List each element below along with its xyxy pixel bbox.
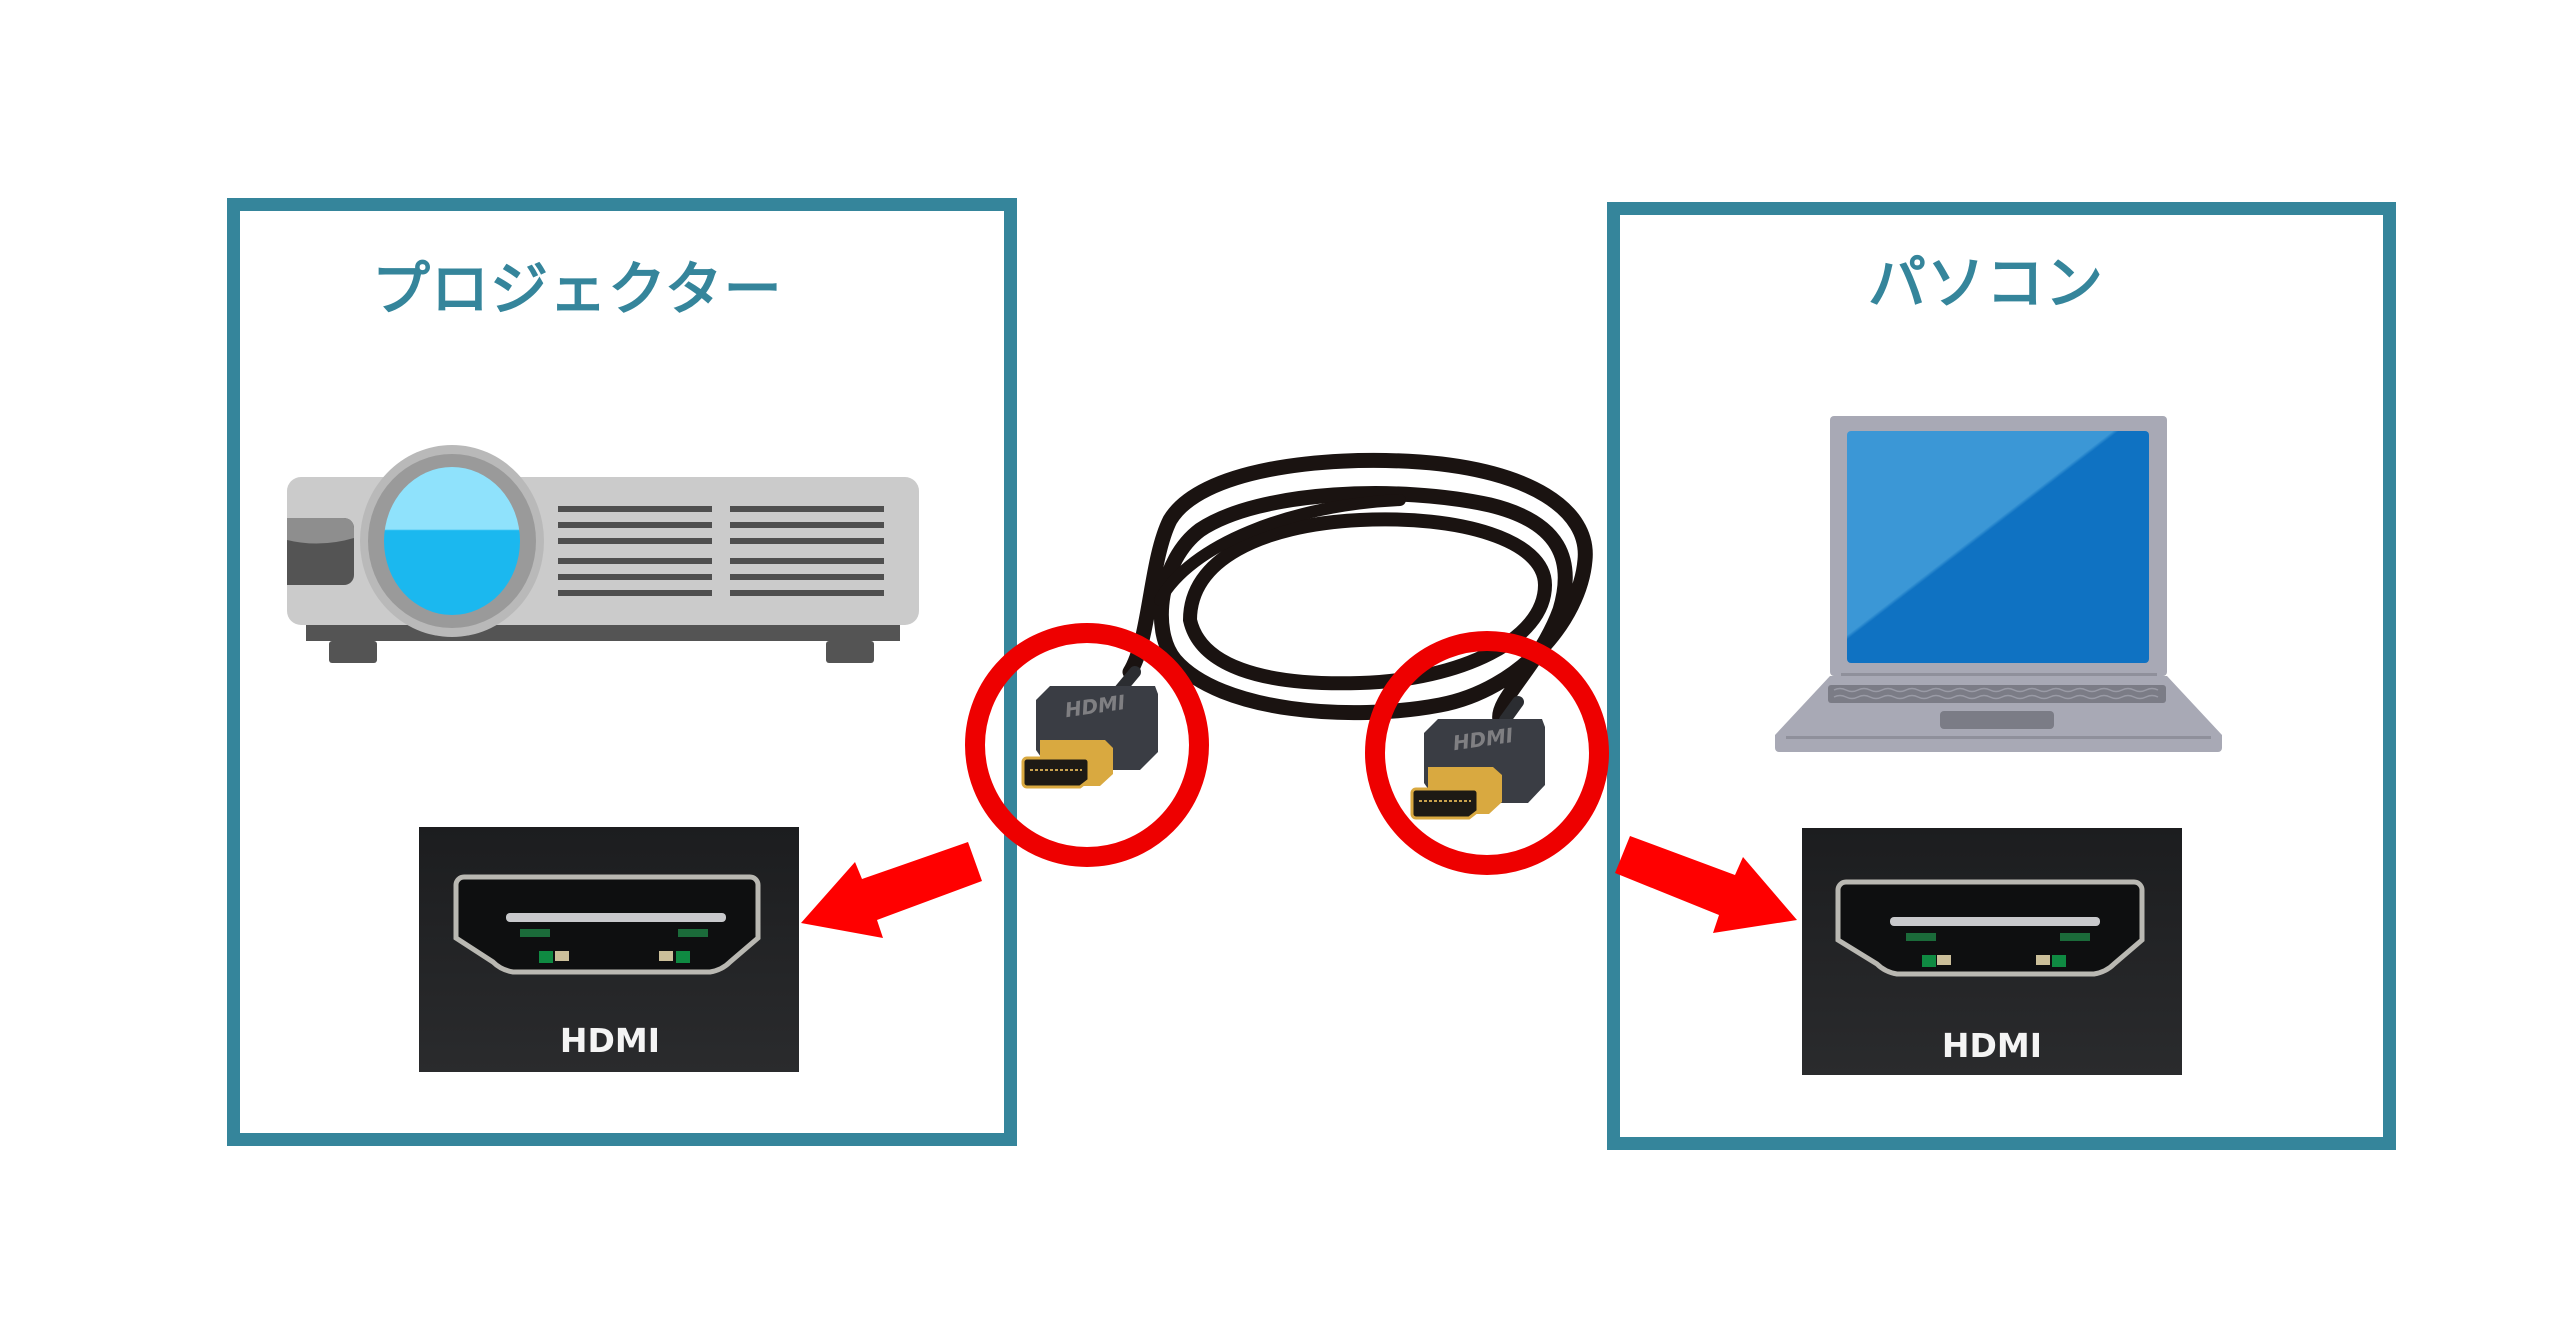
right-plug-highlight-circle (1365, 631, 1609, 875)
projector-hdmi-port-photo: HDMI (419, 827, 799, 1072)
hdmi-cable-icon (1122, 452, 1593, 728)
projector-icon (287, 445, 919, 663)
pc-port-label: HDMI (1942, 1026, 2042, 1065)
hdmi-port-icon (453, 874, 761, 975)
projector-vents (558, 506, 884, 596)
laptop-icon (1775, 416, 2222, 752)
arrow-to-projector-port (801, 842, 982, 938)
left-hdmi-plug: HDMI (1021, 666, 1158, 789)
pc-title: パソコン (1868, 249, 2105, 317)
projector-title: プロジェクター (372, 255, 783, 323)
hdmi-port-icon (1835, 879, 2145, 977)
projector-port-label: HDMI (560, 1021, 660, 1060)
right-hdmi-plug: HDMI (1410, 696, 1545, 820)
left-plug-highlight-circle (965, 623, 1209, 867)
arrow-to-pc-port (1615, 836, 1797, 933)
pc-hdmi-port-photo: HDMI (1802, 828, 2182, 1075)
